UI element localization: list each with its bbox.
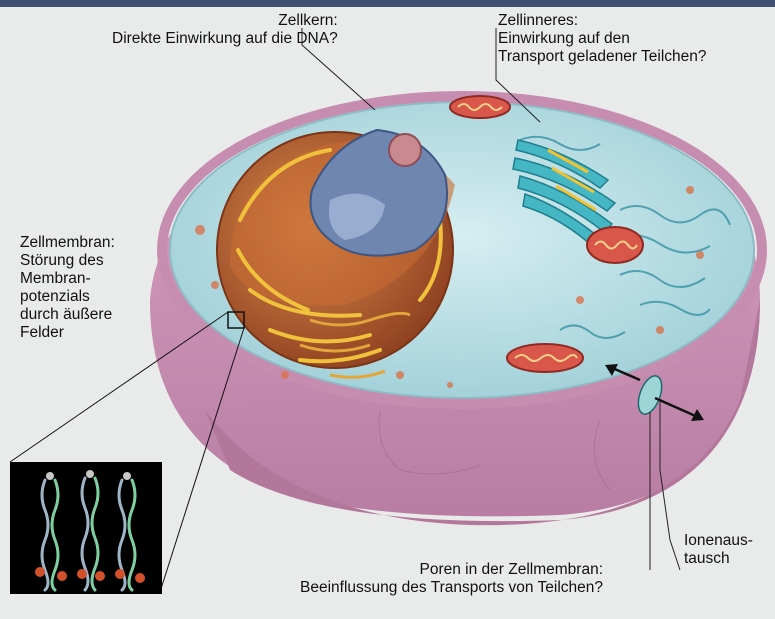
- label-nucleus-line2: Direkte Einwirkung auf die DNA?: [112, 30, 338, 48]
- label-nucleus-line1: Zellkern:: [112, 12, 338, 30]
- label-pores: Poren in der Zellmembran: Beeinflussung …: [300, 561, 603, 597]
- label-ion-exchange-line2: tausch: [684, 550, 753, 568]
- label-membrane-line1: Zellmembran:: [20, 234, 115, 252]
- label-interior-line1: Zellinneres:: [498, 12, 707, 30]
- label-ion-exchange-line1: Ionenaus-: [684, 532, 753, 550]
- label-interior: Zellinneres: Einwirkung auf den Transpor…: [498, 12, 707, 66]
- label-membrane-line3: Membran-: [20, 270, 115, 288]
- label-membrane: Zellmembran: Störung des Membran- potenz…: [20, 234, 115, 342]
- label-membrane-line2: Störung des: [20, 252, 115, 270]
- label-interior-line2: Einwirkung auf den: [498, 30, 707, 48]
- label-membrane-line6: Felder: [20, 324, 115, 342]
- label-pores-line2: Beeinflussung des Transports von Teilche…: [300, 579, 603, 597]
- label-pores-line1: Poren in der Zellmembran:: [300, 561, 603, 579]
- label-nucleus: Zellkern: Direkte Einwirkung auf die DNA…: [112, 12, 338, 48]
- label-membrane-line4: potenzials: [20, 288, 115, 306]
- label-ion-exchange: Ionenaus- tausch: [684, 532, 753, 568]
- nucleus: [217, 130, 455, 368]
- label-interior-line3: Transport geladener Teilchen?: [498, 48, 707, 66]
- label-membrane-line5: durch äußere: [20, 306, 115, 324]
